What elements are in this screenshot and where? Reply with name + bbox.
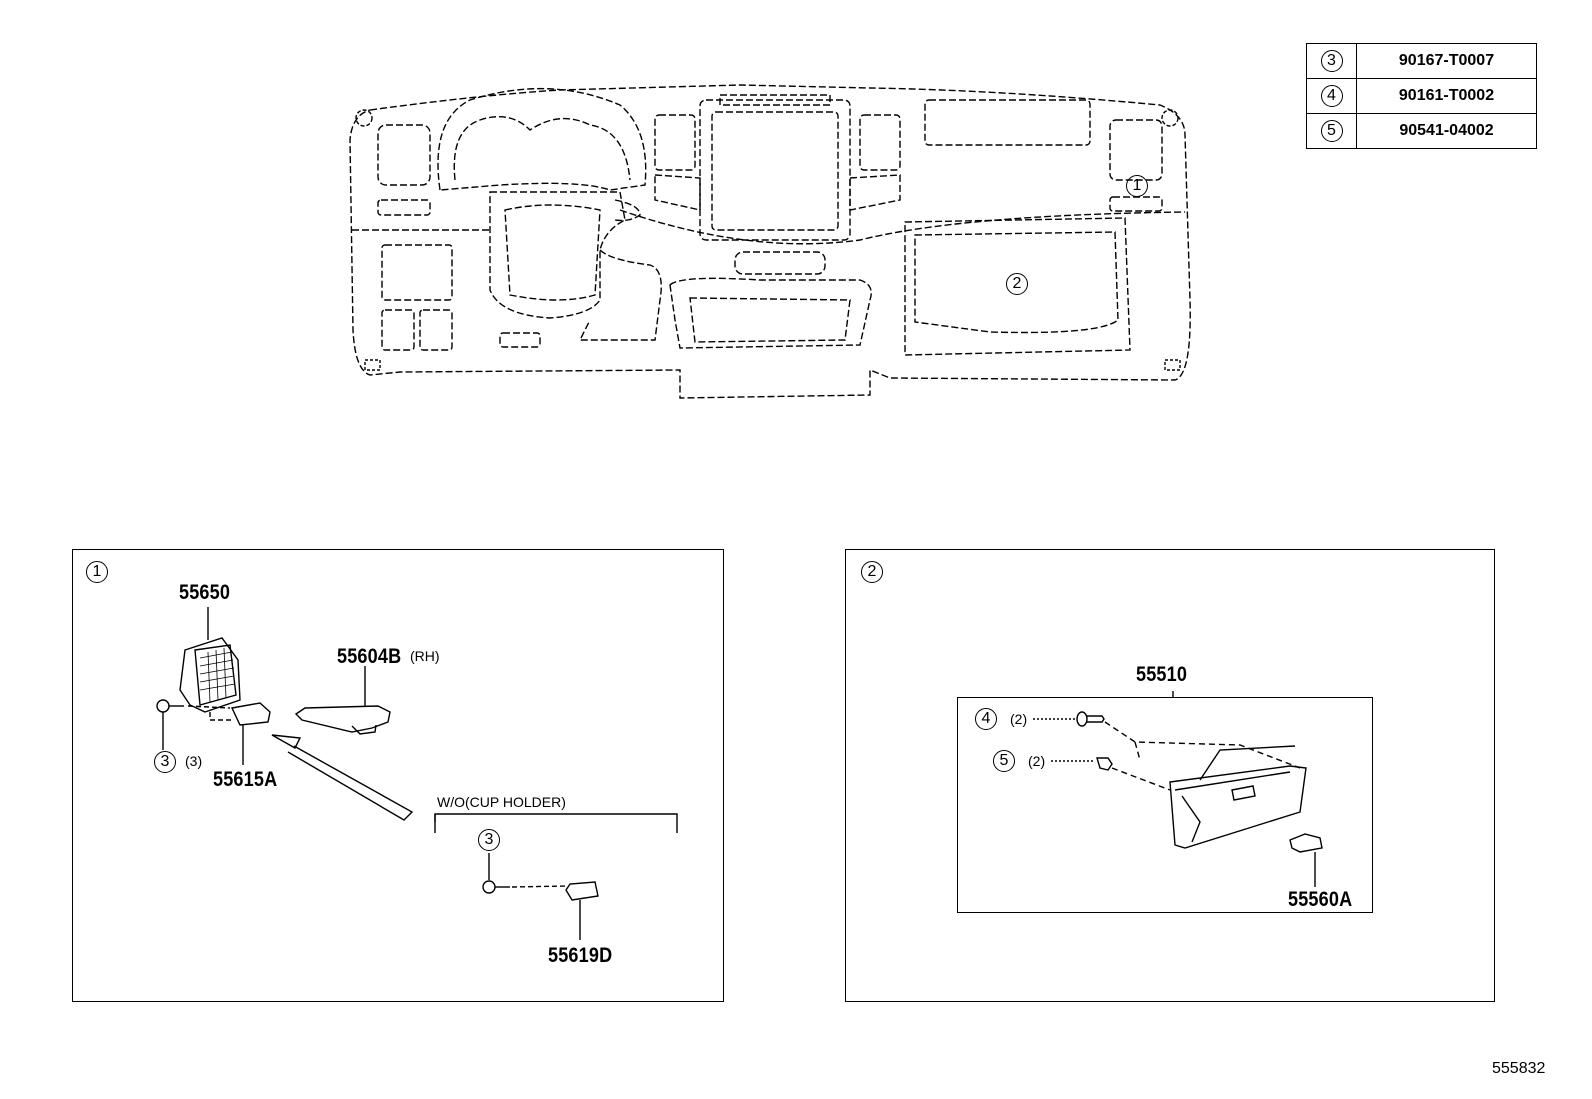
- bracket-rh-part: [294, 666, 391, 735]
- fastener-row: 5 90541-04002: [1306, 113, 1537, 149]
- drawing-number: 555832: [1492, 1060, 1546, 1077]
- variant-screw-part: [482, 853, 510, 894]
- part-label-clip: 55615A: [213, 768, 278, 791]
- fastener-table: 3 90167-T0007 4 90161-T0002 5 90541-0400…: [1306, 43, 1537, 149]
- fastener-row: 3 90167-T0007: [1306, 43, 1537, 79]
- part-label-bracket-small: 55619D: [548, 944, 613, 967]
- detail-panel-1: [72, 549, 724, 1002]
- variant-label: W/O(CUP HOLDER): [437, 794, 566, 810]
- panel-2-clip-qty: (2): [1028, 753, 1046, 769]
- screw-part: [156, 699, 184, 750]
- latch-part: [1289, 833, 1323, 887]
- part-label-glovebox: 55510: [1136, 663, 1188, 686]
- glovebox-screw-part: [1033, 711, 1105, 727]
- fastener-part-number: 90541-04002: [1356, 113, 1537, 149]
- fastener-part-number: 90161-T0002: [1356, 78, 1537, 114]
- panel-2-screw-qty: (2): [1010, 711, 1028, 727]
- glovebox-clip-part: [1051, 757, 1113, 771]
- fastener-ref: 4: [1320, 85, 1343, 107]
- panel-2-screw-ref: 4: [975, 708, 997, 730]
- fastener-ref: 3: [1320, 50, 1343, 72]
- panel-2-clip-ref: 5: [993, 750, 1015, 772]
- glovebox-part: [1169, 745, 1307, 849]
- location-arrow: [271, 734, 414, 821]
- overview-callout-1: 1: [1126, 175, 1148, 197]
- panel-1-ref: 1: [86, 561, 108, 583]
- bracket-small-part: [565, 881, 599, 940]
- panel-1-screw-qty: (3): [185, 753, 203, 769]
- part-label-latch: 55560A: [1288, 888, 1353, 911]
- part-label-vent: 55650: [179, 581, 231, 604]
- panel-2-ref: 2: [861, 561, 883, 583]
- detail-panel-2: [845, 549, 1495, 1002]
- panel-1-screw-ref: 3: [154, 751, 176, 773]
- rh-note: (RH): [410, 648, 440, 664]
- part-label-bracket-rh: 55604B: [337, 645, 402, 668]
- vent-part: [179, 607, 241, 713]
- fastener-part-number: 90167-T0007: [1356, 43, 1537, 79]
- glovebox-inset: [957, 697, 1373, 913]
- fastener-ref: 5: [1320, 120, 1343, 142]
- clip-part: [230, 702, 271, 765]
- variant-screw-ref: 3: [478, 829, 500, 851]
- fastener-row: 4 90161-T0002: [1306, 78, 1537, 114]
- overview-callout-2: 2: [1006, 273, 1028, 295]
